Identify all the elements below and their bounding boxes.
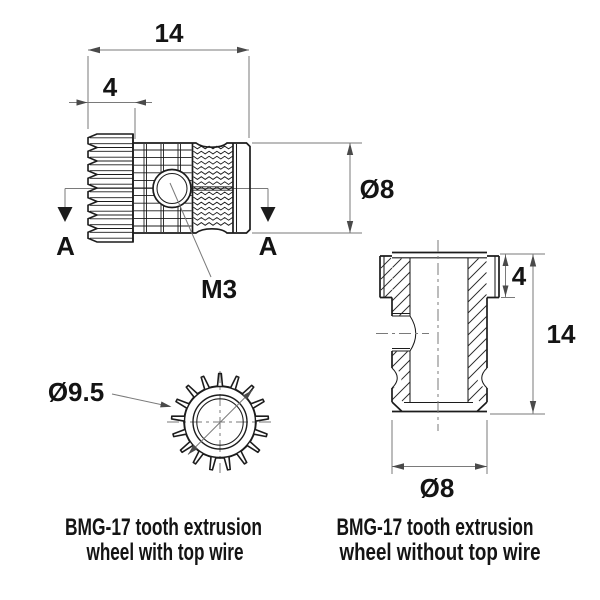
arrowhead-icon xyxy=(88,46,100,54)
dim-tip-diameter-label: Ø9.5 xyxy=(48,377,104,407)
knurl-pattern xyxy=(193,145,233,226)
section-outer-profile xyxy=(379,251,500,413)
groove-relief-left xyxy=(382,368,402,388)
gear-root-circle xyxy=(183,385,257,459)
section-label-a-right: A xyxy=(259,231,278,261)
sec-dim-14-lines xyxy=(490,254,545,415)
groove-relief-right xyxy=(477,368,497,388)
section-arrow-icons xyxy=(57,207,276,222)
arrowhead-icon xyxy=(529,401,537,413)
dimension-arrowheads xyxy=(76,46,537,470)
side-knurl-section xyxy=(193,145,233,226)
m3-leader-line xyxy=(169,182,212,278)
arrowhead-icon xyxy=(160,401,172,408)
side-gear-profile xyxy=(87,133,134,243)
captions: BMG-17 tooth extrusion wheel with top wi… xyxy=(65,514,541,566)
arrowhead-icon xyxy=(135,99,146,106)
section-inner-lines xyxy=(383,256,496,404)
caption-with-wire-line1: BMG-17 tooth extrusion xyxy=(65,514,262,541)
arrowhead-icon xyxy=(242,390,253,400)
section-label-a-left: A xyxy=(56,231,75,261)
caption-without-wire-line1: BMG-17 tooth extrusion xyxy=(337,514,534,541)
arrowhead-icon xyxy=(475,463,487,470)
side-gear-tooth-lines xyxy=(90,137,133,239)
groove-notch-arcs xyxy=(391,367,488,389)
arrowhead-icon xyxy=(502,285,509,297)
caption-with-wire-line2: wheel with top wire xyxy=(86,539,244,566)
side-gear-teeth xyxy=(87,133,134,243)
arrowhead-icon xyxy=(237,46,249,54)
dim-total-length-label: 14 xyxy=(155,18,184,48)
gear-bore-inner-circle xyxy=(196,398,244,446)
gear-bore-outer-circle xyxy=(192,394,248,450)
sec-dim-flange-height-label: 4 xyxy=(512,261,527,291)
arrowhead-icon xyxy=(346,143,354,155)
sec-dim-total-height-label: 14 xyxy=(547,319,576,349)
section-arrow-down-right-icon xyxy=(260,207,276,222)
dim-d8-lines xyxy=(252,142,362,234)
section-view: 4 14 Ø8 xyxy=(376,240,576,503)
side-view: A A M3 14 4 Ø8 xyxy=(56,18,394,304)
arrowhead-icon xyxy=(346,221,354,233)
front-view: Ø9.5 xyxy=(48,371,273,473)
dim-14-lines xyxy=(87,49,250,138)
dim-body-diameter-label: Ø8 xyxy=(360,174,395,204)
caption-without-wire-line2: wheel without top wire xyxy=(339,539,541,566)
section-arrow-down-left-icon xyxy=(57,207,73,222)
side-body-outline xyxy=(132,134,251,242)
section-plane-drops xyxy=(64,188,269,208)
sec-dim-body-diameter-label: Ø8 xyxy=(420,473,455,503)
arrowhead-icon xyxy=(502,255,509,266)
arrowhead-icon xyxy=(188,444,198,455)
arrowhead-icon xyxy=(392,463,404,470)
set-screw-hole-inner xyxy=(156,172,188,205)
arrowhead-icon xyxy=(76,99,88,106)
sec-dim-d8-lines xyxy=(391,420,488,474)
arrowhead-icon xyxy=(529,254,537,267)
front-diameter-line xyxy=(187,389,253,455)
dim-gear-width-label: 4 xyxy=(103,72,118,102)
m3-label: M3 xyxy=(201,274,237,304)
d95-leader-line xyxy=(111,393,171,407)
